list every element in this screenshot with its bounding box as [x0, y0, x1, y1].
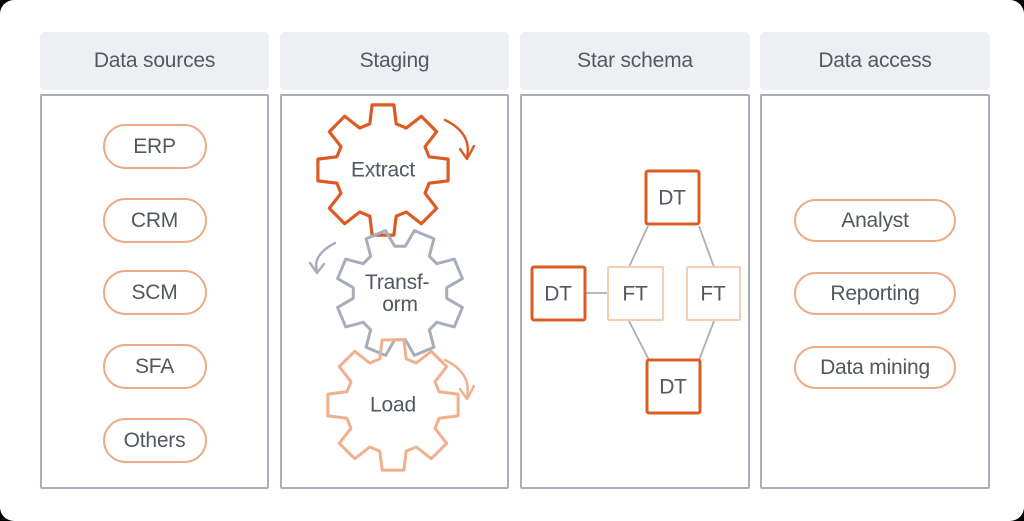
pill-erp-label: ERP — [133, 134, 176, 158]
fact-table-right-label: FT — [700, 283, 726, 306]
extract-clockwise-arrow-icon — [443, 118, 469, 159]
pill-sfa-label: SFA — [134, 354, 175, 378]
dimension-table-left-label: DT — [544, 283, 572, 306]
transform-gear-label-line1: Transf- — [365, 271, 430, 294]
fact-table-box-right — [686, 266, 741, 321]
transform-gear-label: Transf- orm — [365, 271, 435, 316]
schema-connector-line — [628, 225, 649, 268]
data-sources-title: Data sources — [93, 49, 216, 72]
data-sources-panel: ERP CRM SCM SFA Others — [40, 94, 269, 489]
load-gear-label: Load — [370, 394, 416, 417]
star-schema-panel: DT DT FT FT DT — [520, 94, 750, 489]
dimension-table-box-bottom — [645, 358, 702, 415]
staging-gears-graphic: Extract Transf- orm Load — [308, 103, 476, 472]
schema-connector-line — [698, 225, 715, 268]
pill-analyst: Analyst — [794, 199, 956, 242]
pill-others: Others — [102, 418, 207, 463]
load-arrowhead-icon — [458, 384, 476, 401]
extract-gear-label: Extract — [351, 159, 415, 182]
pill-scm: SCM — [102, 270, 207, 315]
pill-erp: ERP — [102, 124, 207, 169]
staging-header: Staging — [280, 32, 509, 90]
staging-panel: Extract Transf- orm Load — [280, 94, 509, 489]
fact-table-box-left — [607, 266, 664, 321]
column-star-schema: Star schema DT DT FT FT DT — [520, 32, 750, 489]
transform-counter-clockwise-arrow-icon — [314, 241, 337, 273]
pill-others-label: Others — [123, 428, 186, 452]
transform-gear-label-line2: orm — [382, 293, 418, 316]
column-data-access: Data access Analyst Reporting Data minin… — [760, 32, 990, 489]
dimension-table-top-label: DT — [658, 187, 686, 210]
extract-arrowhead-icon — [458, 144, 476, 161]
data-access-title: Data access — [818, 49, 932, 72]
pill-reporting: Reporting — [794, 272, 956, 315]
schema-connector-line — [628, 320, 650, 361]
pill-crm: CRM — [102, 198, 207, 243]
pill-data-mining: Data mining — [794, 346, 956, 389]
star-schema-title: Star schema — [577, 49, 693, 72]
pill-crm-label: CRM — [130, 208, 179, 232]
load-gear-icon — [326, 338, 460, 472]
data-access-header: Data access — [760, 32, 990, 90]
star-schema-header: Star schema — [520, 32, 750, 90]
pill-reporting-label: Reporting — [830, 281, 920, 305]
dimension-table-bottom-label: DT — [659, 376, 687, 399]
fact-table-left-label: FT — [622, 283, 648, 306]
pill-analyst-label: Analyst — [841, 208, 909, 232]
pill-scm-label: SCM — [131, 280, 178, 304]
column-staging: Staging Extract Transf- orm — [280, 32, 509, 489]
pill-data-mining-label: Data mining — [820, 355, 930, 379]
dimension-table-box-top — [644, 169, 701, 226]
star-schema-graphic: DT DT FT FT DT — [530, 169, 741, 415]
data-sources-header: Data sources — [40, 32, 269, 90]
load-clockwise-arrow-icon — [443, 358, 469, 399]
transform-arrowhead-icon — [308, 261, 326, 275]
dimension-table-box-left — [530, 265, 587, 322]
staging-title: Staging — [359, 49, 430, 72]
schema-connector-line — [698, 320, 715, 361]
column-data-sources: Data sources ERP CRM SCM SFA Others — [40, 32, 269, 489]
data-access-panel: Analyst Reporting Data mining — [760, 94, 990, 489]
pill-sfa: SFA — [102, 344, 207, 389]
extract-gear-icon — [316, 103, 450, 237]
